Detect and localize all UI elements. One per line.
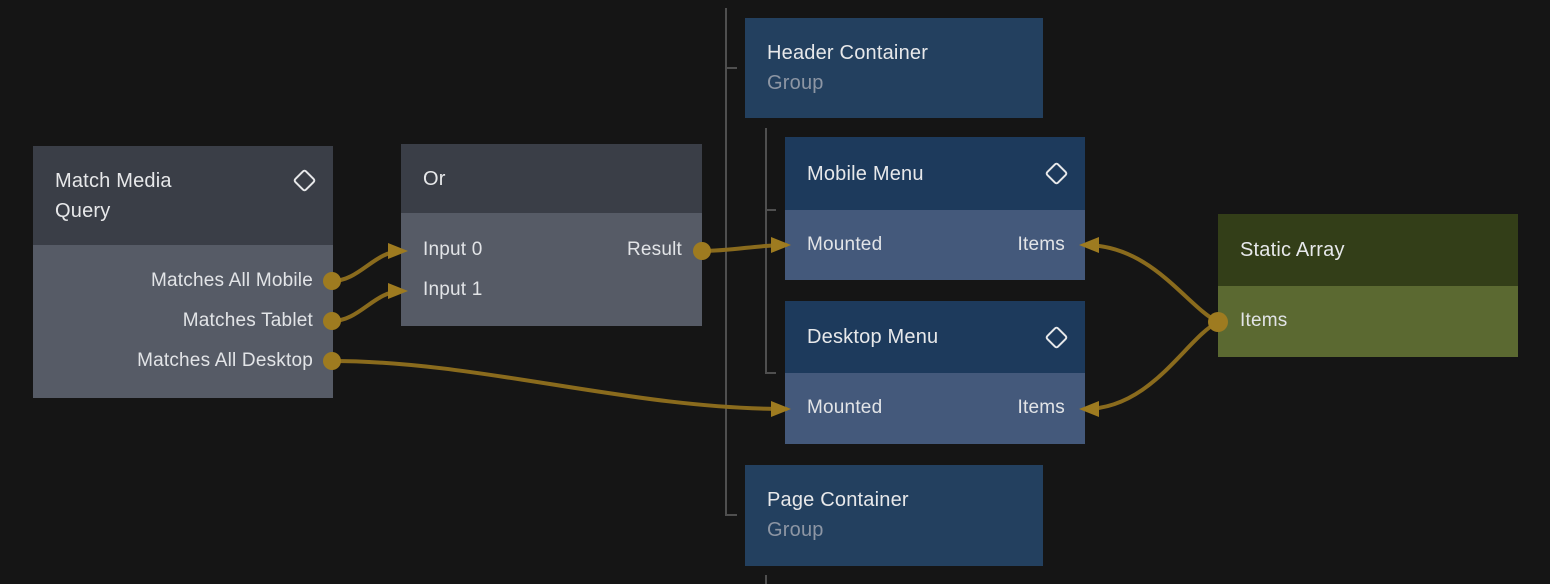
node-body: Matches All Mobile Matches Tablet Matche… [33, 245, 333, 398]
node-title: Match Media Query [55, 170, 172, 222]
port-mounted[interactable]: Mounted [807, 234, 883, 255]
port-matches-all-desktop[interactable]: Matches All Desktop [33, 341, 333, 381]
wire-desktop-to-mounted[interactable] [330, 359, 788, 411]
node-subtitle: Group [767, 519, 824, 541]
node-body: Input 0 Result Input 1 [401, 213, 702, 326]
port-label: Matches Tablet [182, 310, 313, 331]
port-row: Input 0 Result [401, 230, 702, 270]
node-body: Items [1218, 286, 1518, 357]
port-label: Matches All Mobile [150, 270, 313, 291]
diamond-icon [1044, 324, 1069, 350]
node-header[interactable]: Or [401, 144, 702, 213]
port-row: Mounted Items [785, 225, 1085, 265]
node-or[interactable]: Or Input 0 Result Input 1 [401, 144, 702, 326]
node-title: Or [423, 167, 446, 190]
port-matches-all-mobile[interactable]: Matches All Mobile [33, 261, 333, 301]
port-items[interactable]: Items [1017, 234, 1065, 255]
node-mobile-menu[interactable]: Mobile Menu Mounted Items [785, 137, 1085, 280]
diamond-icon [292, 168, 317, 193]
port-label: Matches All Desktop [137, 350, 313, 371]
port-label: Items [1240, 310, 1288, 331]
node-desktop-menu[interactable]: Desktop Menu Mounted Items [785, 301, 1085, 444]
node-header-container[interactable]: Header Container Group [745, 18, 1043, 118]
port-items[interactable]: Items [1218, 301, 1518, 341]
node-page-container[interactable]: Page Container Group [745, 465, 1043, 566]
wire-items-to-desktop-items[interactable] [1083, 320, 1220, 411]
port-row: Mounted Items [785, 388, 1085, 428]
wire-mobile-to-input0[interactable] [330, 249, 404, 283]
port-matches-tablet[interactable]: Matches Tablet [33, 301, 333, 341]
port-input-1[interactable]: Input 1 [401, 270, 702, 310]
node-subtitle: Group [767, 71, 824, 94]
wire-result-to-mounted[interactable] [700, 243, 788, 253]
port-input-0[interactable]: Input 0 [423, 239, 483, 260]
node-header[interactable]: Static Array [1218, 214, 1518, 286]
node-match-media-query[interactable]: Match Media Query Matches All Mobile Mat… [33, 146, 333, 398]
node-title: Mobile Menu [807, 162, 924, 185]
node-title: Page Container [767, 489, 909, 511]
diamond-icon [1044, 161, 1069, 186]
wire-tablet-to-input1[interactable] [330, 289, 404, 323]
node-header[interactable]: Mobile Menu [785, 137, 1085, 210]
node-body: Mounted Items [785, 210, 1085, 280]
node-header[interactable]: Desktop Menu [785, 301, 1085, 373]
port-label: Input 1 [423, 279, 483, 300]
tree-line-root [725, 8, 737, 516]
wire-items-to-mobile-items[interactable] [1083, 243, 1220, 324]
node-header[interactable]: Match Media Query [33, 146, 333, 245]
node-title: Desktop Menu [807, 326, 939, 348]
port-mounted[interactable]: Mounted [807, 397, 883, 418]
port-items[interactable]: Items [1017, 397, 1065, 418]
tree-line-header-children [765, 128, 776, 374]
node-title: Header Container [767, 41, 929, 64]
port-result[interactable]: Result [626, 239, 682, 260]
node-static-array[interactable]: Static Array Items [1218, 214, 1518, 357]
node-title: Static Array [1240, 239, 1345, 261]
node-body: Mounted Items [785, 373, 1085, 444]
